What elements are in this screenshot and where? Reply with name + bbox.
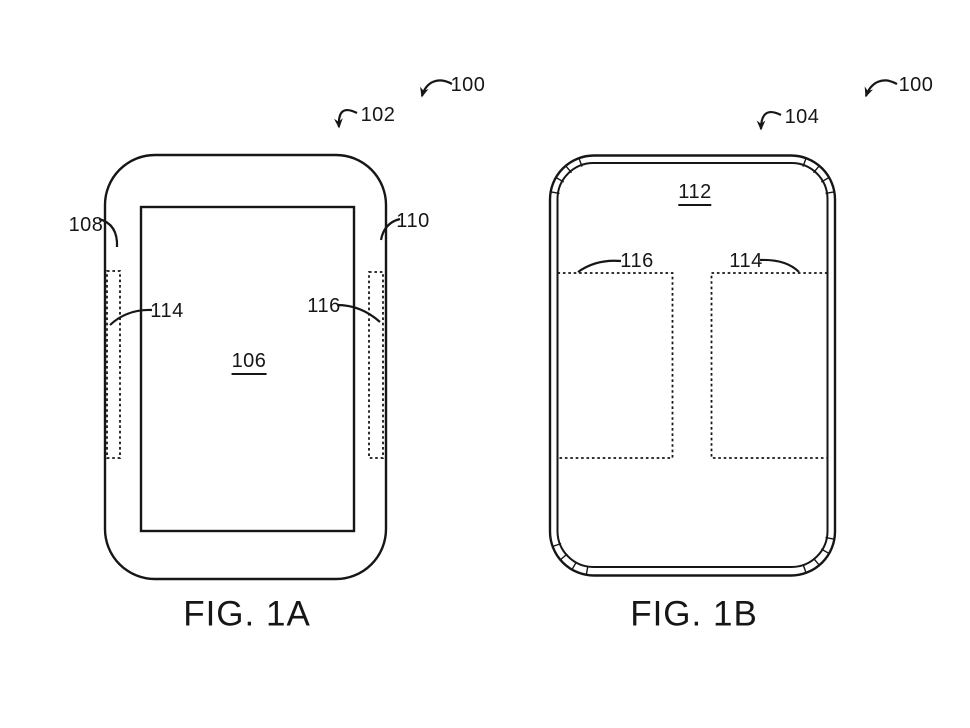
ref-114-fig1a: 114 [150,300,184,322]
leader-line-116 [336,303,381,323]
fig1a-caption: FIG. 1A [183,594,311,634]
ref-102-fig1a: 102 [360,104,396,126]
ref-116-fig1b: 116 [620,250,654,272]
ref-112-fig1b: 112 [678,182,712,206]
ref-104-fig1b: 104 [784,106,820,128]
leader-line-116 [577,259,622,273]
leader-arrow-104 [756,111,782,131]
fig-1a-art [98,79,453,581]
device-outline-back-outer [548,154,837,577]
leader-line-108 [98,217,119,248]
leader-line-114 [759,258,800,273]
ref-110-fig1a: 110 [396,210,430,232]
antenna-window-right-dashed [368,271,384,459]
fig1b-caption: FIG. 1B [630,594,758,634]
antenna-region-right-dashed [710,272,828,459]
device-outline-front [103,153,388,581]
ref-100-fig1b: 100 [898,74,934,96]
leader-line-114 [109,308,153,326]
leader-arrow-102 [334,109,358,129]
display-outline [139,205,356,533]
leader-line-110 [379,217,401,241]
leader-arrow-100 [864,79,898,98]
ref-116-fig1a: 116 [307,295,341,317]
fig-1b-art [548,79,898,577]
device-outline-back-inner [556,162,829,568]
ref-108-fig1a: 108 [68,214,104,236]
corner-hatching [551,158,834,575]
ref-106-fig1a: 106 [231,351,267,375]
antenna-region-left-dashed [557,272,674,459]
ref-100-fig1a: 100 [450,74,486,96]
antenna-window-left-dashed [106,270,121,459]
leader-arrow-100 [420,79,453,98]
ref-114-fig1b: 114 [729,250,763,272]
